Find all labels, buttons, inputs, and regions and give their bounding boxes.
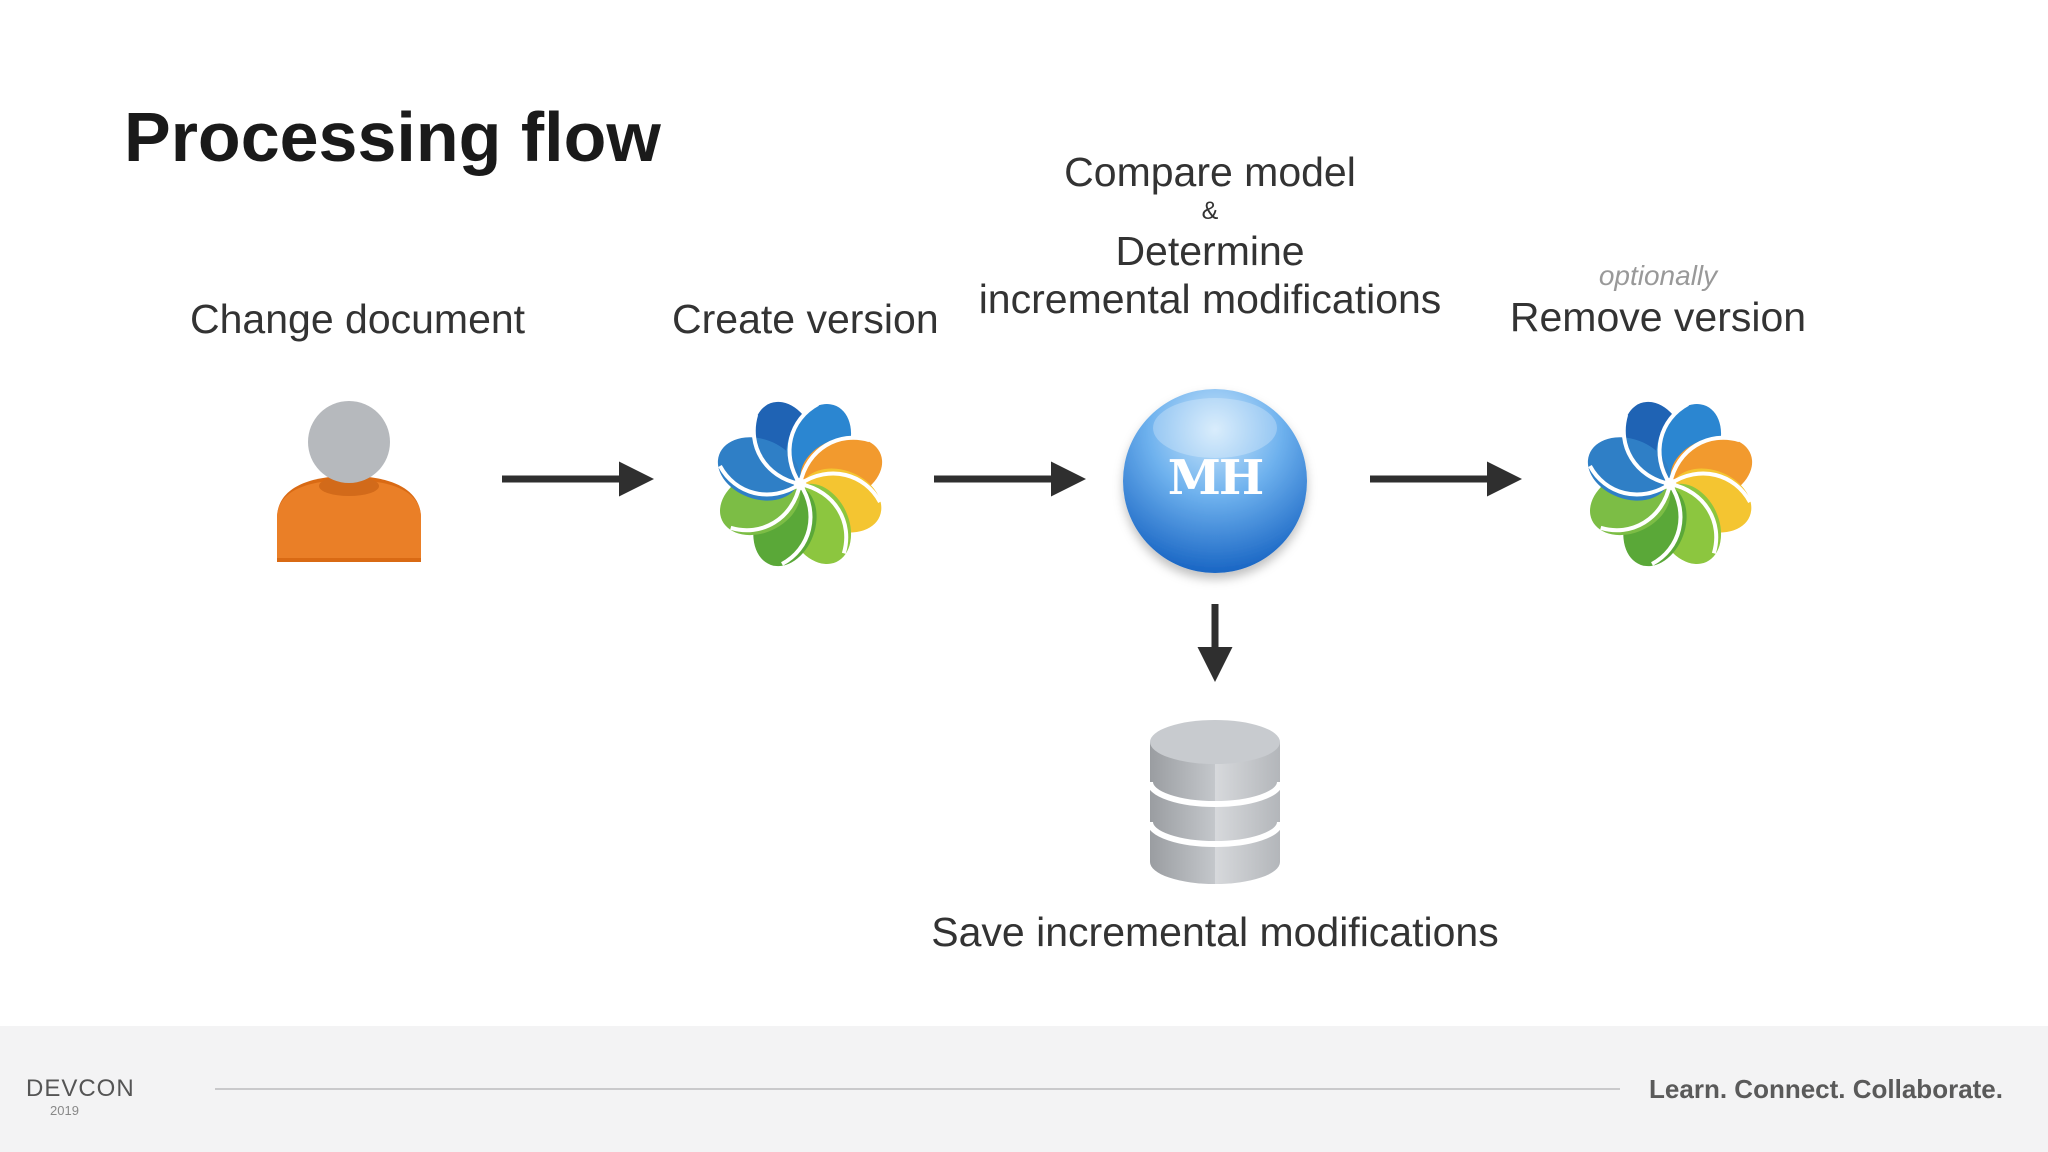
alfresco-logo-icon <box>717 401 883 567</box>
label-save-modifications: Save incremental modifications <box>931 909 1499 955</box>
label-compare-model: Compare model <box>1064 149 1356 195</box>
label-incremental-modifications: incremental modifications <box>978 276 1442 322</box>
footer-divider <box>215 1088 1620 1090</box>
label-create-version: Create version <box>672 296 939 342</box>
database-icon <box>1147 720 1283 884</box>
user-icon <box>277 401 421 562</box>
mh-badge-text: MH <box>1167 450 1264 506</box>
label-ampersand: & <box>1201 197 1219 225</box>
devcon-year: 2019 <box>50 1103 79 1118</box>
label-change-document: Change document <box>190 296 526 342</box>
alfresco-logo-icon <box>1587 401 1753 567</box>
footer-tagline: Learn. Connect. Collaborate. <box>1649 1074 2003 1104</box>
slide-title: Processing flow <box>124 98 661 176</box>
label-optionally: optionally <box>1598 260 1718 291</box>
devcon-brand: DEVCON <box>26 1075 135 1102</box>
mh-sphere-icon <box>1123 389 1307 573</box>
label-determine: Determine <box>1115 228 1305 274</box>
label-remove-version: Remove version <box>1509 294 1807 340</box>
